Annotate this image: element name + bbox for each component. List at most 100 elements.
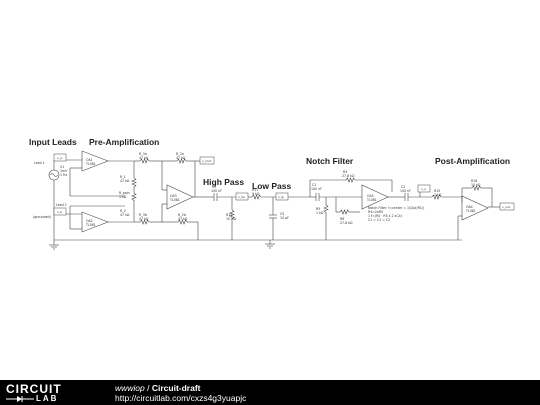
probe-v-mnt bbox=[199, 156, 215, 165]
label-v1: V1 bbox=[60, 165, 64, 169]
author-link[interactable]: wwwiop bbox=[115, 383, 145, 393]
label-oa4-part: TL081 bbox=[465, 209, 476, 213]
label-oa3: OA3 bbox=[170, 194, 177, 198]
label-oa2: OA2 bbox=[86, 219, 93, 223]
footer-bar: CIRCUIT LAB wwwiop / Circuit-draft http:… bbox=[0, 380, 540, 405]
opamp-oa5 bbox=[361, 184, 389, 210]
probe-label-v-hp: v_hp bbox=[238, 195, 245, 199]
resistor-r2b bbox=[177, 219, 188, 225]
section-title-high-pass: High Pass bbox=[203, 177, 245, 187]
circuit-schematic: Lead 2 Lead 1 (grounded) V1 1mV 1 Hz OA1… bbox=[33, 150, 515, 250]
label-oa5: OA5 bbox=[367, 194, 374, 198]
probe-v-n bbox=[417, 184, 431, 193]
opamp-oa2 bbox=[81, 211, 109, 233]
probe-label-v-n: v_n bbox=[421, 187, 426, 191]
resistor-r5 bbox=[323, 204, 329, 213]
label-oa3-part: TL081 bbox=[169, 198, 180, 202]
section-title-low-pass: Low Pass bbox=[252, 181, 292, 191]
label-oa1-part: TL081 bbox=[85, 162, 96, 166]
label-lead2: Lead 2 bbox=[56, 203, 67, 207]
label-r11-val: 9 kΩ bbox=[252, 192, 260, 196]
label-c3-val: 100 nF bbox=[211, 189, 222, 193]
label-r5-val: 1 kΩ bbox=[316, 211, 324, 215]
label-r-gain-val: 1 kΩ bbox=[119, 195, 127, 199]
label-r1-val: 47 kΩ bbox=[120, 179, 130, 183]
probe-label-v-a: v_a bbox=[57, 156, 62, 160]
section-title-pre-amplification: Pre-Amplification bbox=[89, 137, 160, 147]
label-notch-eq3: 1 f=(R4 · R5 x 2 xC4) bbox=[368, 214, 402, 218]
circuit-meta: wwwiop / Circuit-draft http://circuitlab… bbox=[115, 383, 246, 403]
logo-text-bottom: LAB bbox=[36, 394, 59, 403]
label-v1-amp: 1mV bbox=[60, 169, 68, 173]
label-r1: R_1 bbox=[120, 175, 126, 179]
probe-v-b bbox=[53, 207, 67, 216]
label-r12-val: 10 MΩ bbox=[226, 217, 237, 221]
resistor-r3b bbox=[139, 219, 150, 225]
label-oa5-part: TL081 bbox=[366, 198, 377, 202]
label-r4-val: 27.8 kΩ bbox=[342, 174, 355, 178]
section-title-input-leads: Input Leads bbox=[29, 137, 77, 147]
resistor-r4 bbox=[345, 177, 356, 183]
resistor-r16 bbox=[471, 185, 482, 191]
label-r5: R5 bbox=[316, 207, 320, 211]
opamp-oa1 bbox=[81, 150, 109, 172]
label-r16-val: 10 kΩ bbox=[471, 183, 481, 187]
resistor-r2a bbox=[176, 158, 187, 164]
label-oa4: OA4 bbox=[466, 205, 473, 209]
probe-v-a bbox=[53, 153, 67, 162]
resistor-r1 bbox=[131, 177, 137, 188]
label-notch-eq4: C1 = C1 = C2 bbox=[368, 218, 390, 222]
logo-text-top: CIRCUIT bbox=[6, 382, 62, 396]
label-lead2-sub: (grounded) bbox=[33, 215, 51, 219]
section-title-post-amplification: Post-Amplification bbox=[435, 156, 511, 166]
label-c3: C3 bbox=[212, 185, 216, 189]
circuitlab-logo[interactable]: CIRCUIT LAB bbox=[6, 382, 106, 403]
section-title-notch-filter: Notch Filter bbox=[306, 156, 354, 166]
resistor-r12 bbox=[229, 209, 235, 220]
path-separator: / bbox=[144, 383, 152, 393]
resistor-r6 bbox=[339, 209, 350, 215]
label-oa1: OA1 bbox=[86, 158, 93, 162]
label-c5: C5 bbox=[280, 212, 284, 216]
label-r6-val: 27.8 kΩ bbox=[340, 221, 353, 225]
label-r-gain: R_gain bbox=[119, 191, 130, 195]
label-r4: R4 bbox=[343, 170, 347, 174]
label-oa2-part: TL081 bbox=[85, 223, 96, 227]
label-r3b-val: 47 kΩ bbox=[139, 217, 149, 221]
label-c5-val: 10 pF bbox=[280, 216, 289, 220]
logo-diode-icon bbox=[6, 396, 34, 402]
label-r16: R16 bbox=[471, 179, 477, 183]
probe-v-hp bbox=[235, 192, 249, 201]
probe-label-v-lp: v_lp bbox=[278, 195, 284, 199]
label-r3a: R_3a bbox=[139, 152, 147, 156]
probe-label-v-b: v_b bbox=[57, 210, 62, 214]
label-r3b: R_3b bbox=[139, 213, 147, 217]
label-notch-eq1: Notch Filter: f=center = 1/(2pi(RC)) bbox=[368, 206, 424, 210]
label-r15: R15 bbox=[434, 189, 440, 193]
opamp-oa4 bbox=[461, 195, 489, 221]
label-r2b-val: 47 kΩ bbox=[178, 217, 188, 221]
resistor-r15 bbox=[431, 194, 442, 200]
resistor-r-gain bbox=[131, 192, 137, 201]
label-c1-val: 100 nF bbox=[311, 187, 322, 191]
label-c2: C2 bbox=[401, 185, 405, 189]
resistor-r3a bbox=[139, 158, 150, 164]
circuit-name[interactable]: Circuit-draft bbox=[151, 383, 201, 393]
label-r15-val: 1 kΩ bbox=[434, 193, 442, 197]
label-r2: R_2 bbox=[120, 209, 126, 213]
circuit-url[interactable]: http://circuitlab.com/cxzs4g3yuapjc bbox=[115, 393, 247, 403]
probe-v-out bbox=[499, 202, 515, 211]
label-c2-val: 100 nF bbox=[400, 189, 411, 193]
label-r3a-val: 47 kΩ bbox=[139, 156, 149, 160]
probe-label-v-out: v_out bbox=[502, 205, 511, 209]
opamp-oa3 bbox=[166, 184, 194, 210]
schematic-canvas: Input Leads Pre-Amplification High Pass … bbox=[29, 137, 515, 250]
label-v1-freq: 1 Hz bbox=[60, 173, 67, 177]
label-r2b: R_2b bbox=[178, 213, 186, 217]
label-r2a: R_2a bbox=[176, 152, 184, 156]
label-r2a-val: 47 kΩ bbox=[176, 156, 186, 160]
label-notch-eq2: R4=2xR5 bbox=[368, 210, 383, 214]
probe-label-v-mnt: v_mnt bbox=[202, 159, 212, 163]
label-r11: R11 bbox=[252, 188, 258, 192]
label-r6: R6 bbox=[340, 217, 344, 221]
